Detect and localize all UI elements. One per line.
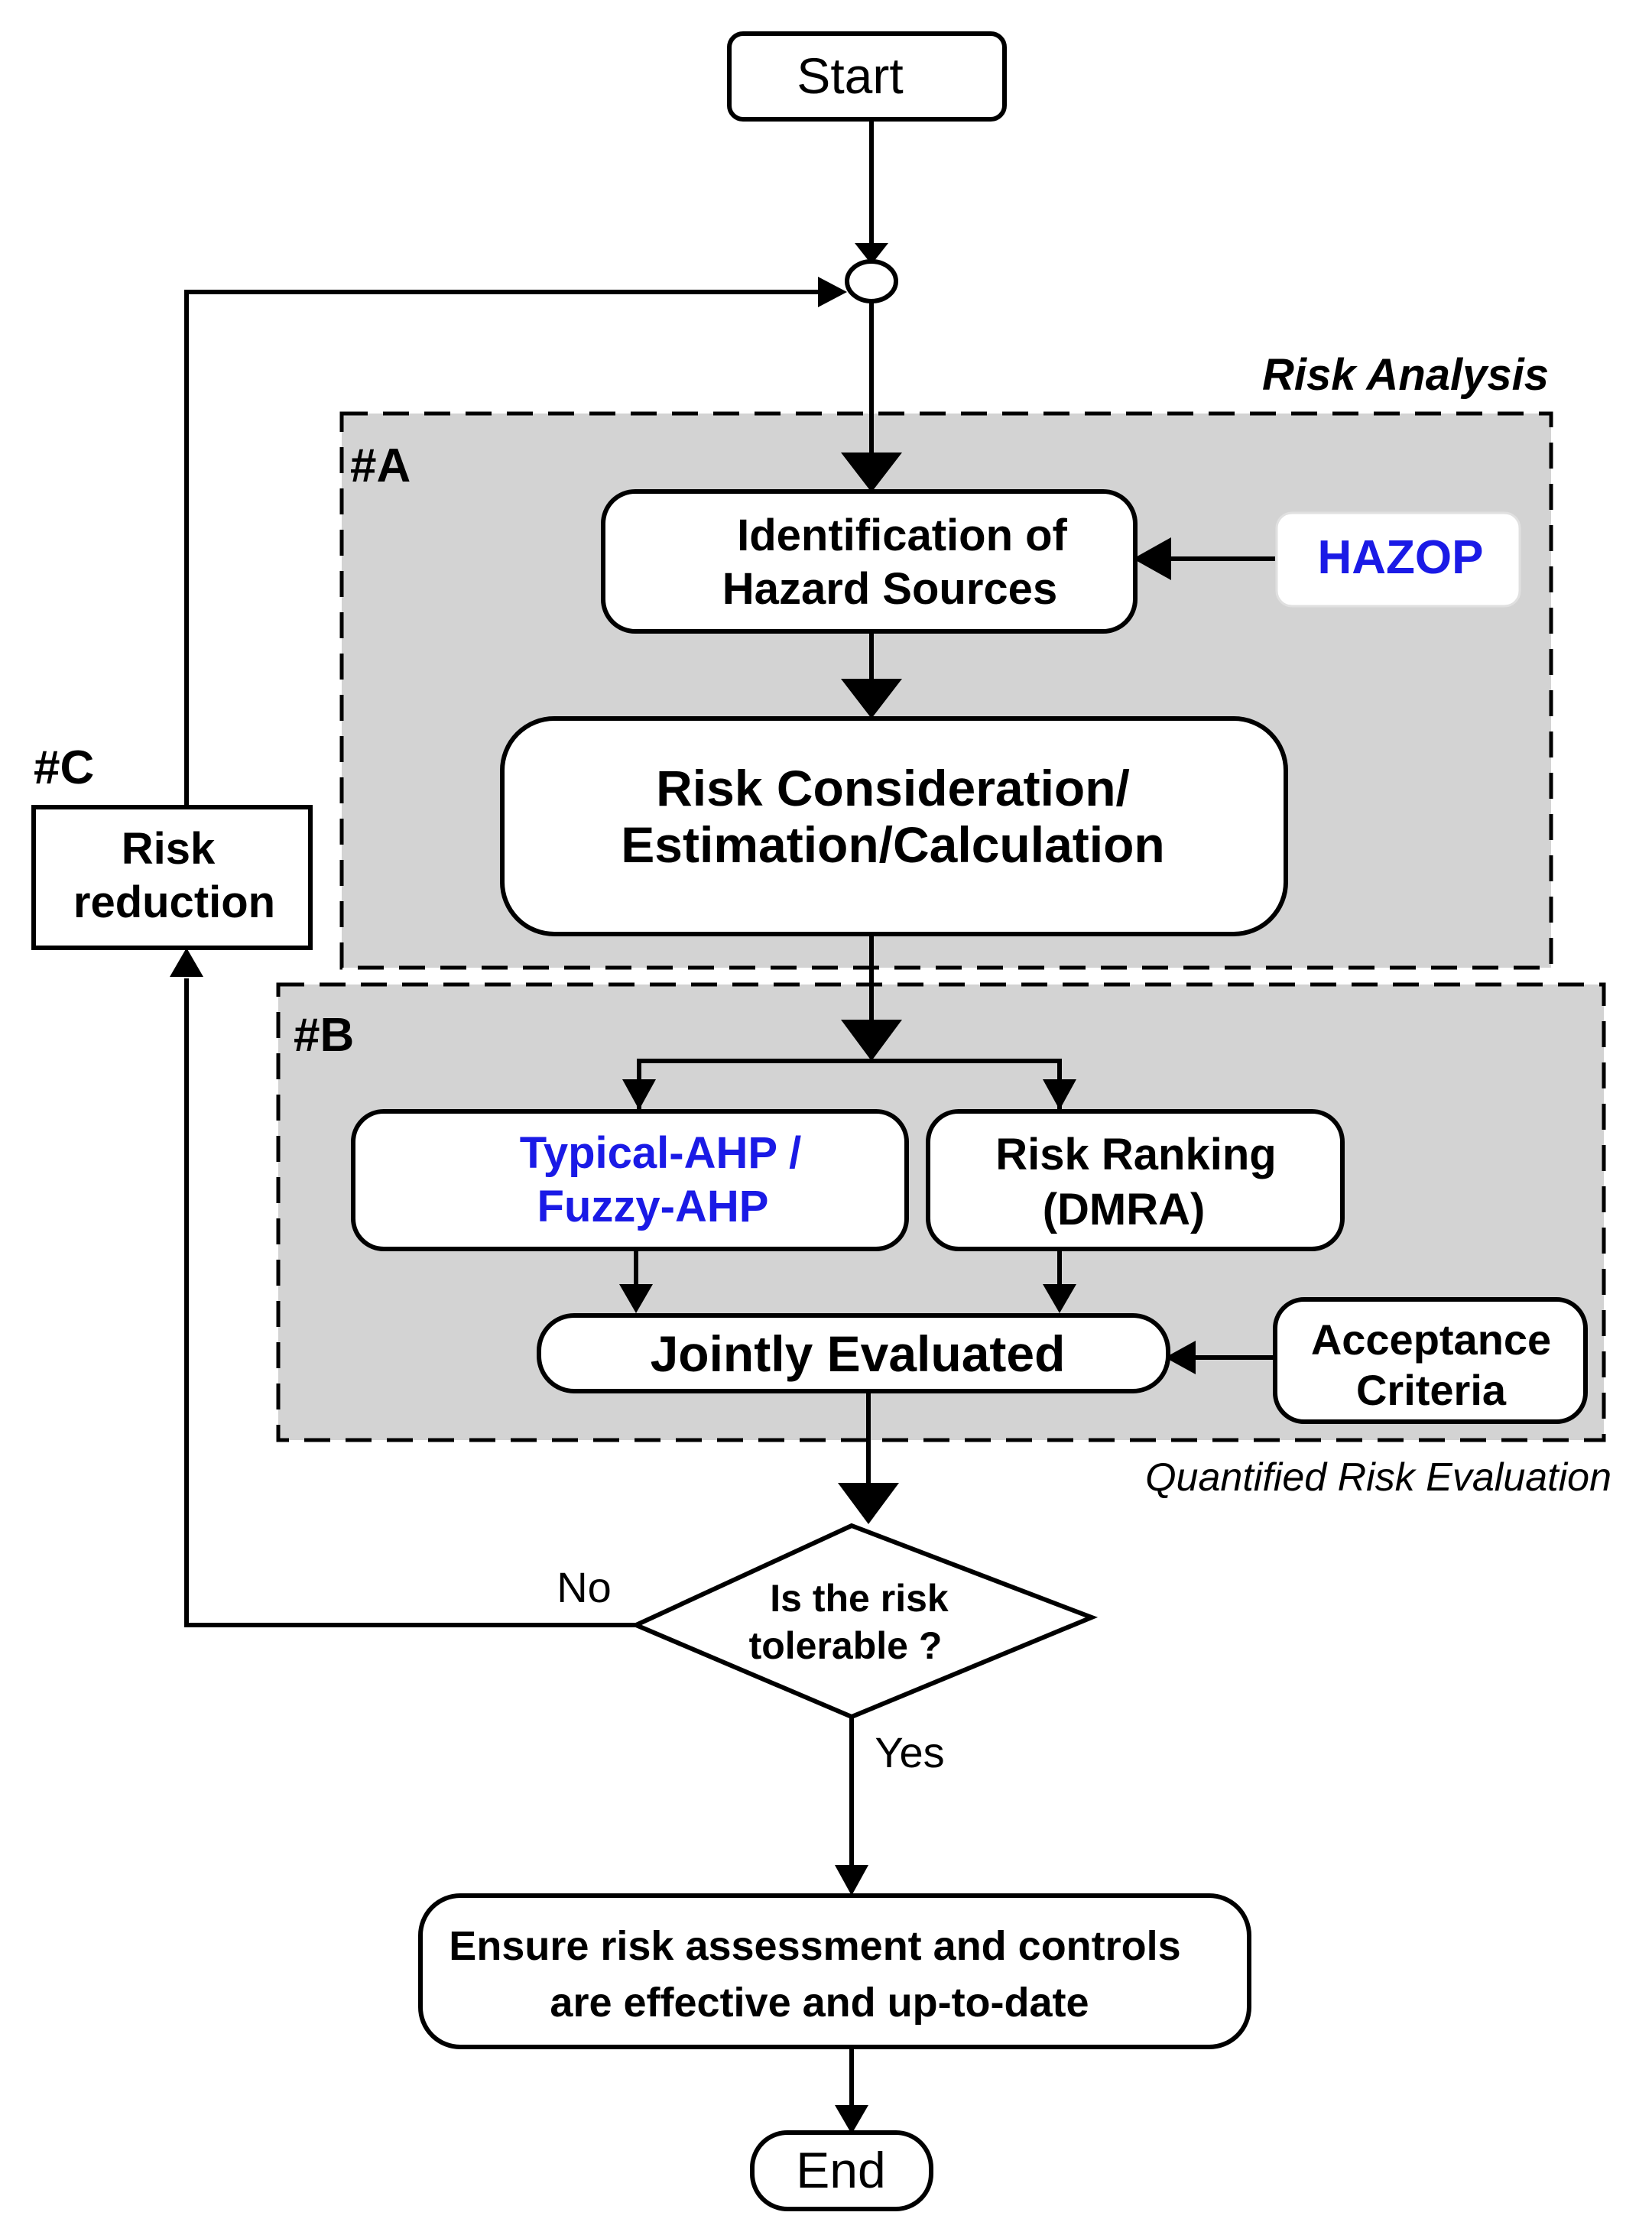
ensure-label-line2: are effective and up-to-date	[550, 1980, 1089, 2026]
ranking-label-line2: (DMRA)	[1043, 1185, 1206, 1234]
merge-junction	[845, 259, 898, 303]
arrowhead-reduction	[170, 948, 203, 977]
risk-analysis-title: Risk Analysis	[1262, 350, 1549, 400]
decision-label-line1: Is the risk	[770, 1577, 949, 1620]
jointly-evaluated-label: Jointly Evaluated	[651, 1325, 1066, 1382]
acceptance-label-line1: Acceptance	[1311, 1315, 1551, 1364]
reduction-label-line2: reduction	[73, 877, 275, 927]
ahp-label-line1: Typical-AHP /	[520, 1128, 802, 1178]
end-node	[750, 2130, 933, 2211]
arrowhead-identification	[841, 453, 902, 492]
edge-reduction-to-merge	[184, 290, 820, 807]
region-b-tag: #B	[294, 1009, 354, 1062]
consideration-label-line2: Estimation/Calculation	[621, 816, 1164, 873]
arrowhead-acceptance	[1165, 1341, 1196, 1374]
arrowhead-end	[835, 2105, 868, 2134]
identification-label-line2: Hazard Sources	[722, 564, 1057, 614]
quantified-risk-evaluation-title: Quantified Risk Evaluation	[1145, 1455, 1611, 1500]
ahp-node	[351, 1109, 909, 1251]
ensure-label-line1: Ensure risk assessment and controls	[449, 1923, 1180, 1969]
arrowhead-merge-top	[855, 243, 888, 264]
ahp-label-line2: Fuzzy-AHP	[537, 1182, 769, 1231]
arrowhead-jointly-left	[619, 1284, 653, 1313]
edge-decision-to-reduction	[184, 978, 636, 1627]
end-label: End	[796, 2142, 885, 2198]
decision-label-line2: tolerable ?	[749, 1624, 943, 1667]
region-c-tag: #C	[34, 741, 94, 794]
arrowhead-ensure	[835, 1865, 868, 1896]
acceptance-label-line2: Criteria	[1356, 1366, 1507, 1414]
arrowhead-hazop	[1133, 537, 1171, 580]
consideration-label-line1: Risk Consideration/	[656, 760, 1130, 816]
jointly-evaluated-node	[537, 1313, 1170, 1393]
ranking-label-line1: Risk Ranking	[995, 1130, 1276, 1179]
edge-label-no: No	[557, 1563, 612, 1611]
arrowhead-ahp	[622, 1079, 656, 1110]
arrowhead-merge-left	[818, 277, 847, 307]
acceptance-criteria-node	[1273, 1297, 1588, 1424]
arrowhead-ranking	[1043, 1079, 1076, 1110]
start-node	[727, 31, 1007, 122]
consideration-node	[500, 716, 1288, 936]
arrowhead-decision	[838, 1483, 899, 1524]
start-label: Start	[797, 47, 903, 104]
risk-reduction-node	[31, 805, 313, 950]
hazop-label: HAZOP	[1318, 531, 1484, 584]
ensure-effective-node	[418, 1893, 1251, 2049]
identification-label-line1: Identification of	[737, 511, 1067, 560]
hazop-node	[1275, 511, 1521, 608]
edge-label-yes: Yes	[875, 1728, 944, 1776]
ranking-node	[926, 1109, 1345, 1251]
region-a-tag: #A	[350, 440, 411, 492]
tolerable-decision-node	[630, 1523, 1099, 1720]
reduction-label-line1: Risk	[122, 824, 216, 874]
identification-node	[601, 489, 1138, 634]
arrowhead-consideration	[841, 679, 902, 719]
arrowhead-split	[841, 1020, 902, 1061]
arrowhead-jointly-right	[1043, 1284, 1076, 1313]
